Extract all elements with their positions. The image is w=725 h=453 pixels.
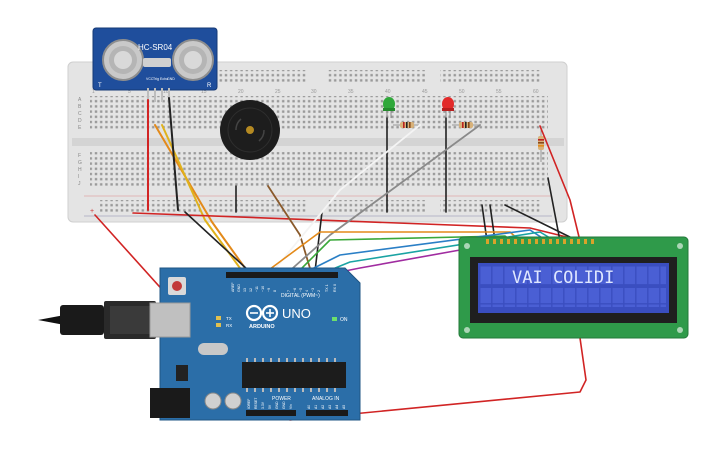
wire-sensor-echo	[161, 124, 246, 276]
wire-black-lcd-3	[504, 204, 579, 242]
wire-red-lcd-5v	[289, 337, 587, 421]
sensor-pin-label: VCC	[146, 77, 154, 81]
power-pin-label: 5V	[268, 404, 272, 409]
digital-pin-label: ~6	[293, 288, 297, 292]
column-number: 40	[385, 89, 391, 95]
wire-red-lcd-power	[539, 125, 581, 242]
power-header-label: POWER	[272, 396, 291, 402]
power-pin-label: IOREF	[247, 399, 251, 409]
sensor-pin-label: Echo	[160, 77, 168, 81]
power-pin-label: 3.3V	[261, 401, 265, 409]
digital-pin-label: RX 0	[333, 284, 337, 292]
column-number: 50	[459, 89, 465, 95]
digital-pin-label: 4	[305, 290, 309, 292]
digital-pin-label: 13	[243, 288, 247, 292]
digital-header-label: DIGITAL (PWM~)	[281, 293, 320, 299]
digital-pin-label: AREF	[231, 282, 235, 292]
rx-label: RX	[226, 323, 232, 328]
sensor-corner-t: T	[98, 83, 102, 89]
row-letter: C	[78, 111, 82, 117]
digital-pin-label: TX 1	[325, 284, 329, 292]
wire-black-lcd-4	[547, 177, 561, 242]
red-led	[442, 97, 454, 118]
wire-gray-led	[284, 124, 481, 276]
power-pin-label: GND	[275, 401, 279, 409]
lcd-line-1: VAI COLIDI	[512, 268, 614, 288]
row-letter: F	[78, 153, 81, 159]
row-letter: B	[78, 104, 82, 110]
digital-pin-label: 8	[273, 290, 277, 292]
digital-pin-label: ~10	[261, 286, 265, 292]
analog-header	[306, 410, 348, 416]
green-led	[383, 97, 395, 118]
column-number: 30	[311, 89, 317, 95]
column-number: 5	[128, 89, 131, 95]
digital-pin-label: ~3	[311, 288, 315, 292]
arduino-logo	[245, 304, 279, 322]
column-number: 45	[422, 89, 428, 95]
wire-blue-lcd	[299, 229, 548, 276]
breadboard-terminal-bottom	[90, 152, 548, 186]
digital-pin-label: 12	[249, 288, 253, 292]
breadboard-bottom-rail	[100, 200, 200, 212]
rail-sign-plus: +	[90, 208, 94, 215]
column-number: 10	[163, 89, 169, 95]
row-letter: A	[78, 97, 82, 103]
atmega-chip	[242, 362, 346, 388]
power-header	[246, 410, 296, 416]
analog-pin-label: A4	[335, 405, 339, 409]
row-letter: H	[78, 167, 82, 173]
resistor-red-led	[452, 122, 480, 128]
row-letter: E	[78, 125, 82, 131]
column-number: 60	[533, 89, 539, 95]
power-pin-label: Vin	[289, 404, 293, 409]
sensor-corner-r: R	[207, 83, 212, 89]
resistor-green-led	[393, 122, 420, 128]
power-pin-label: GND	[282, 401, 286, 409]
column-number: 25	[275, 89, 281, 95]
analog-pin-label: A2	[321, 405, 325, 409]
digital-pin-label: ~9	[267, 288, 271, 292]
piezo-buzzer	[220, 100, 280, 160]
row-letter: G	[78, 160, 82, 166]
sensor-pin-label: Trig	[153, 77, 159, 81]
digital-pin-label: 7	[287, 290, 291, 292]
power-pin-label: RESET	[254, 398, 258, 409]
digital-pin-label: ~5	[299, 288, 303, 292]
analog-pin-label: A3	[328, 405, 332, 409]
sensor-pin-label: GND	[167, 77, 175, 81]
row-letter: J	[78, 181, 81, 187]
on-label: ON	[340, 317, 348, 323]
column-number: 35	[348, 89, 354, 95]
row-letter: I	[78, 174, 79, 180]
row-letter: D	[78, 118, 82, 124]
digital-pin-label: GND	[237, 284, 241, 292]
arduino-uno: UNO ARDUINO DIGITAL (PWM~) POWER ANALOG …	[149, 267, 361, 421]
column-number: 1	[92, 89, 95, 95]
sensor-model-label: HC-SR04	[138, 43, 173, 52]
analog-header-label: ANALOG IN	[312, 396, 340, 402]
wire-white-led	[269, 124, 421, 276]
wire-sensor-gnd	[168, 97, 179, 211]
tx-label: TX	[226, 316, 232, 321]
column-number: 15	[201, 89, 207, 95]
analog-pin-label: A0	[307, 405, 311, 409]
digital-pin-label: 2	[317, 290, 321, 292]
lcd-module: VAI COLIDI	[458, 236, 689, 339]
column-number: 55	[496, 89, 502, 95]
board-brand-label: ARDUINO	[249, 324, 275, 330]
board-model-label: UNO	[282, 306, 311, 321]
analog-pin-label: A5	[342, 405, 346, 409]
digital-header	[226, 272, 338, 278]
analog-pin-label: A1	[314, 405, 318, 409]
ultrasonic-sensor: HC-SR04 T R VCC Trig Echo GND	[92, 27, 218, 102]
on-led	[332, 317, 337, 321]
resistor-lcd-contrast	[538, 126, 544, 162]
column-number: 20	[238, 89, 244, 95]
digital-pin-label: ~11	[255, 286, 259, 292]
